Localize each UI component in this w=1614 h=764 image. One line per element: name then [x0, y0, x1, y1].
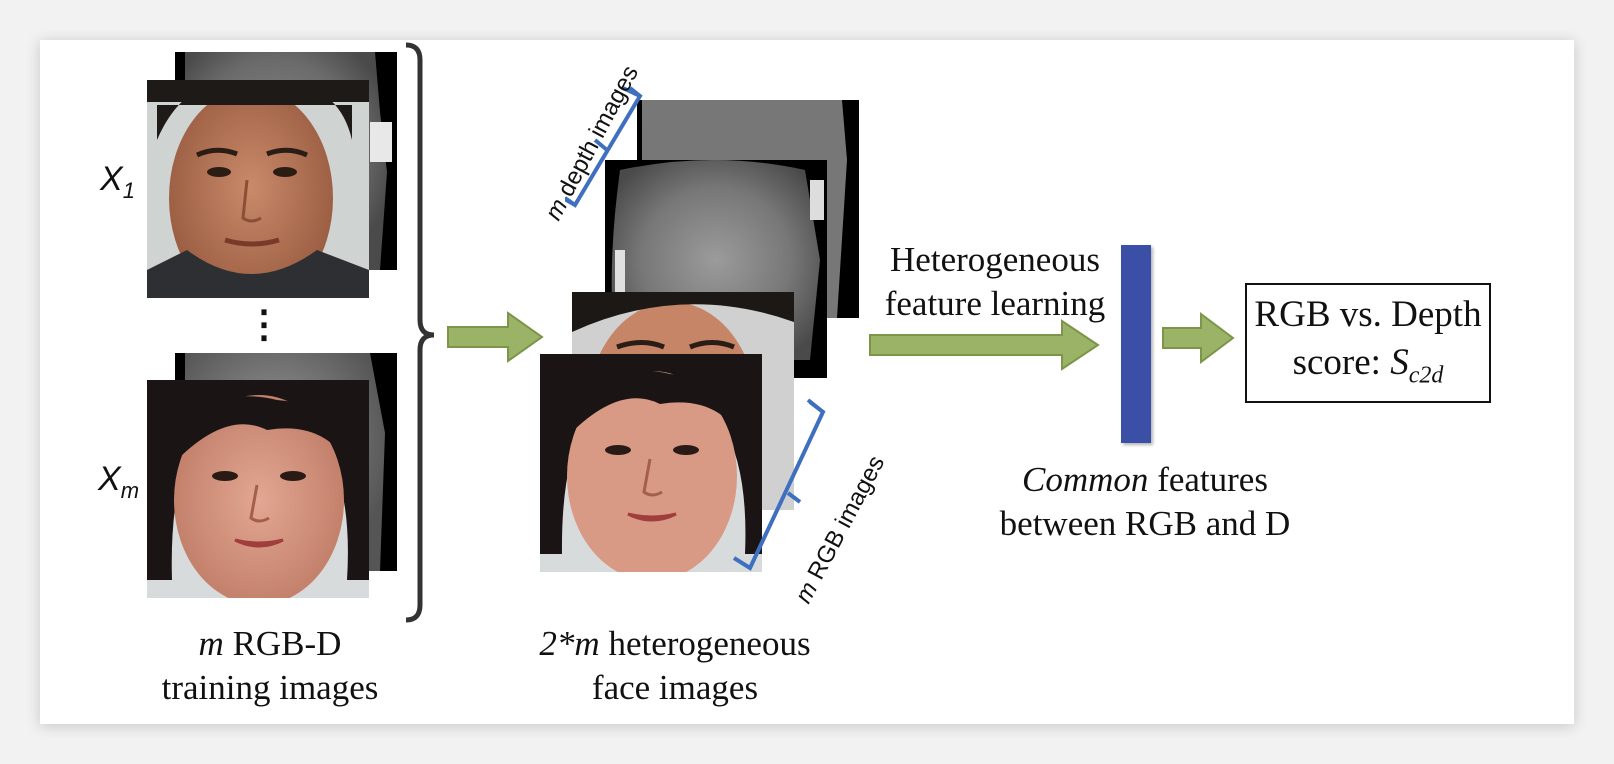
xm-label: Xm [98, 460, 139, 504]
learning-label: Heterogeneous feature learning [870, 238, 1120, 326]
score-symbol: S [1390, 342, 1409, 383]
left-caption-line2: training images [161, 668, 379, 707]
middle-caption-line1: 2*m heterogeneous [505, 622, 845, 666]
rgb-face-image-xm [147, 380, 369, 598]
rgb-face-stack-front [540, 354, 762, 572]
common-features-line2: between RGB and D [999, 504, 1291, 543]
score-line1: RGB vs. Depth [1254, 294, 1482, 335]
xm-subscript: m [120, 477, 140, 503]
x1-label: X1 [100, 160, 135, 204]
middle-caption-italic: 2*m [539, 624, 600, 663]
common-features-line1: Common features [975, 458, 1315, 502]
curly-brace [405, 42, 435, 623]
common-features-italic: Common [1022, 460, 1149, 499]
left-caption-italic: m [198, 624, 224, 663]
common-features-caption: Common features between RGB and D [975, 458, 1315, 546]
arrow-to-heterogeneous [447, 311, 544, 363]
middle-caption-line2: face images [591, 668, 759, 707]
x1-subscript: 1 [122, 177, 135, 203]
middle-caption-rest: heterogeneous [599, 624, 811, 663]
left-caption: m RGB-D training images [120, 622, 420, 710]
depth-images-bracket [565, 86, 643, 208]
vertical-ellipsis: ⋮ [245, 304, 283, 346]
rgb-images-bracket [732, 398, 826, 571]
arrow-to-features [869, 319, 1100, 371]
score-subscript: c2d [1408, 362, 1444, 389]
score-line2: score: Sc2d [1247, 341, 1489, 389]
xm-symbol: X [98, 460, 121, 498]
score-box: RGB vs. Depth score: Sc2d [1245, 283, 1491, 403]
left-caption-rest: RGB-D [223, 624, 342, 663]
learning-line1: Heterogeneous [890, 240, 1100, 279]
left-caption-line1: m RGB-D [120, 622, 420, 666]
learning-line2: feature learning [884, 284, 1106, 323]
rgb-face-image-x1 [147, 80, 369, 298]
arrow-to-score [1162, 312, 1235, 364]
common-features-rest: features [1148, 460, 1268, 499]
x1-symbol: X [100, 160, 123, 198]
common-feature-bar [1121, 245, 1151, 443]
middle-caption: 2*m heterogeneous face images [505, 622, 845, 710]
score-prefix: score: [1292, 342, 1391, 383]
